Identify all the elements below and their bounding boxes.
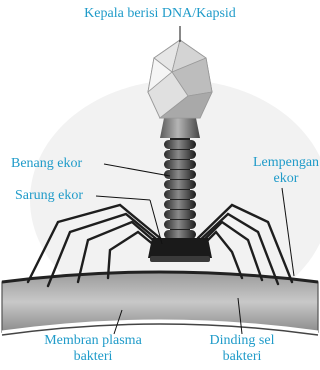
cell-wall-label-line1: Dinding sel: [196, 333, 288, 349]
sheath-ring: [164, 140, 196, 149]
sheath-ring: [164, 160, 196, 169]
sheath-ring: [164, 190, 196, 199]
plasma-membrane-label-line1: Membran plasma: [28, 333, 158, 349]
plasma-membrane-label: Membran plasma bakteri: [28, 333, 158, 365]
sheath-ring: [164, 180, 196, 189]
base-plate-label-line1: Lempengan: [246, 155, 320, 171]
sheath-ring: [164, 220, 196, 229]
cell-wall-label-line2: bakteri: [196, 349, 288, 365]
base-plate-label-line2: ekor: [246, 171, 320, 187]
sheath-ring: [164, 170, 196, 179]
collar: [160, 118, 200, 138]
sheath-ring: [164, 210, 196, 219]
sheath-ring: [164, 230, 196, 239]
cell-wall-label: Dinding sel bakteri: [196, 333, 288, 365]
base-plate-label: Lempengan ekor: [246, 155, 320, 187]
head-label: Kepala berisi DNA/Kapsid: [0, 6, 320, 22]
plasma-membrane-label-line2: bakteri: [28, 349, 158, 365]
sheath-ring: [164, 200, 196, 209]
tail-sheath-label: Sarung ekor: [15, 188, 83, 204]
capsid-head: [148, 40, 212, 118]
sheath-ring: [164, 150, 196, 159]
base-plate: [148, 238, 212, 262]
tail-thread-label: Benang ekor: [11, 156, 82, 172]
